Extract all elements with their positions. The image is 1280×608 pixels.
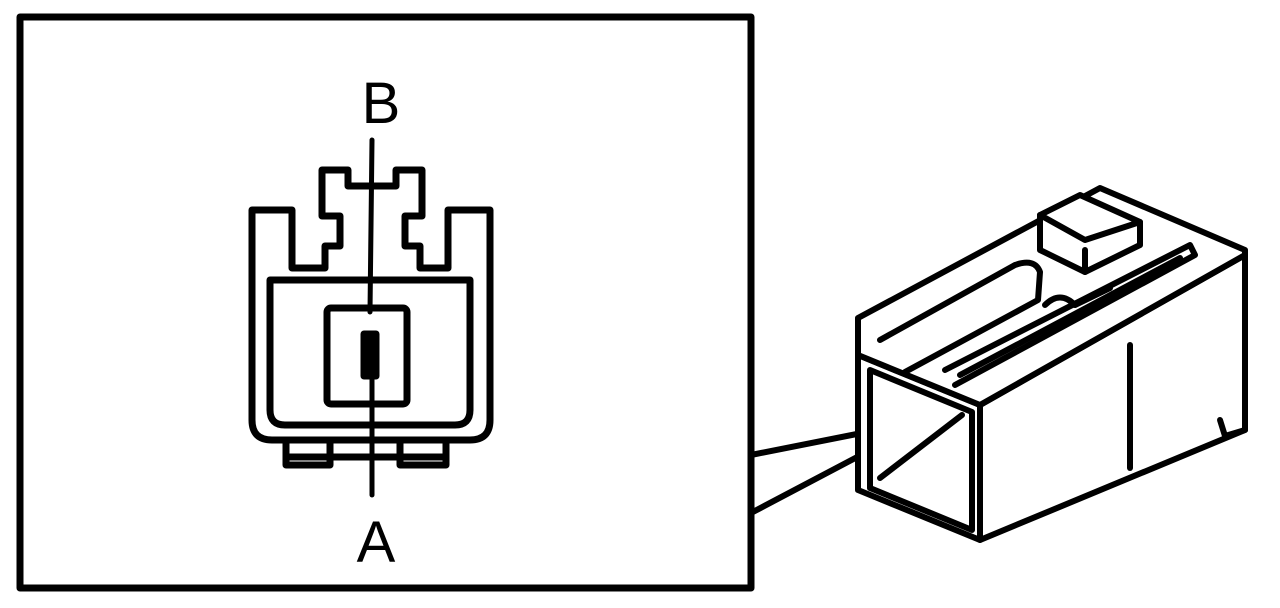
callout-line-b: [367, 137, 375, 315]
detail-inset-frame: [16, 13, 755, 592]
connector-side-notch: [1217, 417, 1248, 439]
housing-outer-outline: [248, 166, 494, 444]
connector-top-groove: [957, 255, 1183, 378]
terminal-cavity: [323, 304, 411, 408]
label-b: B: [362, 71, 401, 136]
connector-opening-diagonal: [877, 412, 965, 481]
connector-isometric-body: [855, 185, 1248, 543]
connector-front-opening: [867, 367, 975, 533]
connector-latch-block: [1037, 192, 1143, 275]
connector-latch-block-side: [1037, 212, 1143, 275]
connector-top-rail-left: [877, 259, 1043, 375]
connector-latch-lever: [1042, 285, 1113, 308]
bottom-latch-left: [282, 436, 334, 469]
connector-top-rail-right: [942, 242, 1198, 388]
bottom-latch-right: [396, 436, 450, 469]
connector-face-front-view: [248, 166, 494, 469]
housing-inner-outline: [266, 276, 474, 429]
label-a: A: [357, 510, 396, 575]
